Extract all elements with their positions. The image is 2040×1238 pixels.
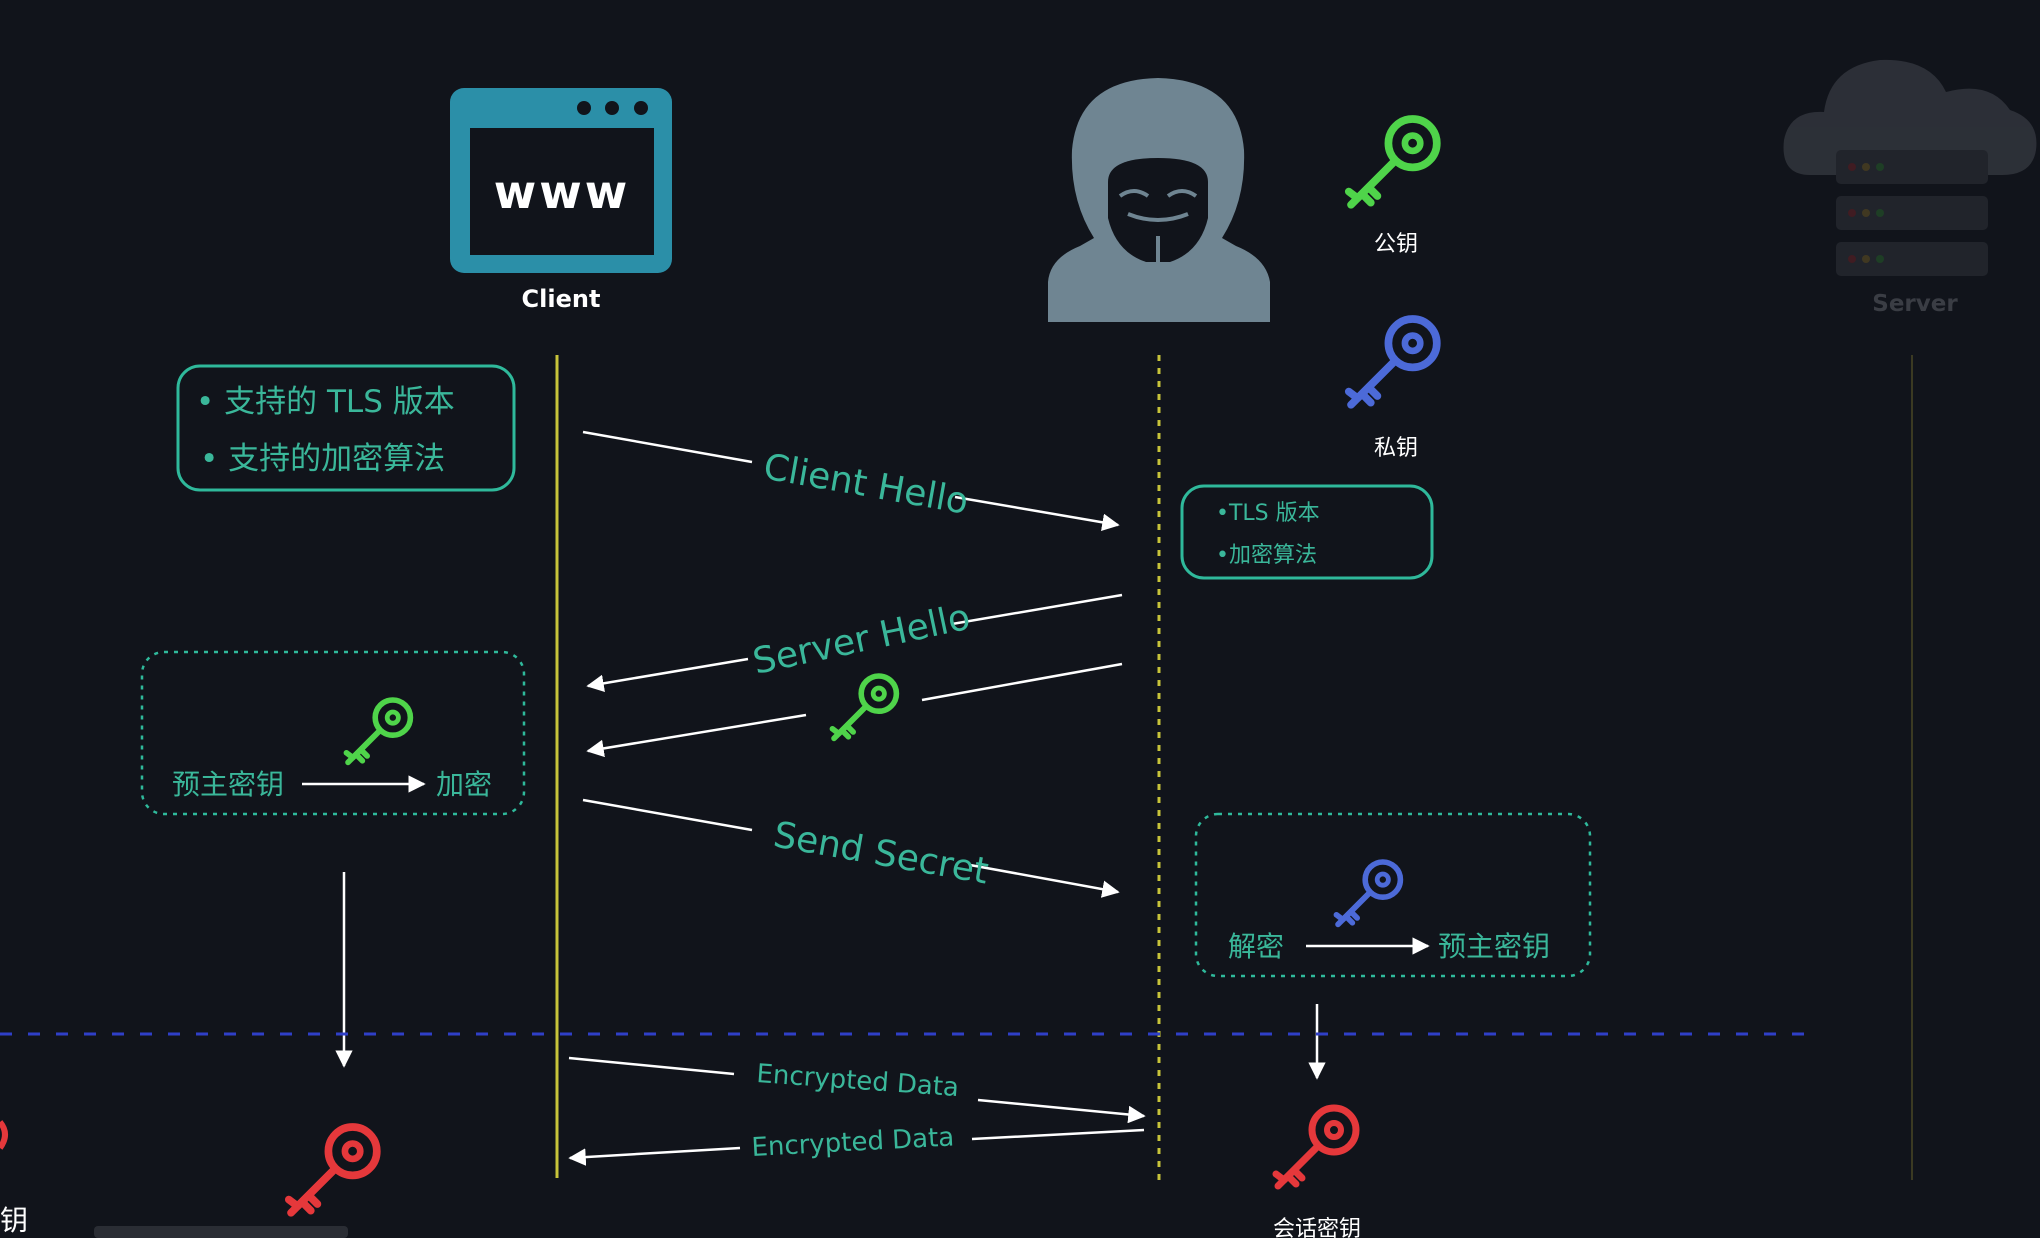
session-key-label: 会话密钥 [1273, 1217, 1361, 1238]
client-hello-arrow [954, 495, 1120, 531]
public-key-label: 公钥 [1374, 232, 1418, 257]
client-box-line2: • 支持的加密算法 [200, 441, 445, 477]
encrypt-key-icon [346, 700, 410, 762]
server-hello-arrow [586, 657, 749, 693]
decrypt-from-label: 解密 [1228, 930, 1284, 963]
encrypt-from-label: 预主密钥 [172, 768, 284, 801]
client-session-key-icon [289, 1127, 377, 1213]
attacker-capabilities-box [1180, 484, 1434, 580]
decrypt-key-icon [1336, 862, 1400, 924]
server-hello-label: Server Hello [749, 597, 973, 683]
encrypted-data-1-arrow [977, 1098, 1146, 1124]
attacker-box-line1: •TLS 版本 [1216, 501, 1320, 526]
bottom-overlay-bar [94, 1226, 348, 1238]
attacker-box-line2: •加密算法 [1216, 543, 1317, 568]
encrypted-data-2-arrow-start [971, 1128, 1145, 1141]
decrypt-to-label: 预主密钥 [1438, 930, 1550, 963]
encrypted-data-2-label: Encrypted Data [751, 1122, 955, 1163]
client-box-line1: • 支持的 TLS 版本 [196, 384, 455, 420]
encrypted-data-1-label: Encrypted Data [756, 1059, 960, 1103]
server-label: Server [1872, 291, 1958, 317]
encrypted-data-1-arrow-start [568, 1056, 735, 1076]
window-dot-2 [605, 101, 619, 115]
private-key-icon [1349, 319, 1437, 405]
transferred-public-key-icon [832, 676, 896, 738]
client-hello-arrow-start [582, 430, 753, 464]
window-dot-1 [577, 101, 591, 115]
attacker-session-key-icon [1276, 1108, 1356, 1186]
client-hello-label: Client Hello [760, 446, 971, 522]
public-key-arrow-start [921, 662, 1123, 702]
client-capabilities-box [176, 364, 516, 492]
encrypt-box [140, 650, 526, 816]
cloud-server-icon [1783, 59, 2037, 276]
encrypted-data-2-arrow [568, 1146, 741, 1166]
public-key-arrow [586, 713, 807, 758]
client-label: Client [522, 285, 601, 313]
private-key-label: 私钥 [1374, 436, 1418, 461]
edge-key-fragment [0, 1120, 8, 1150]
window-www-text: www [494, 165, 631, 219]
send-secret-arrow-start [582, 798, 753, 832]
public-key-icon [1349, 119, 1437, 205]
hacker-icon [1048, 78, 1270, 322]
left-edge-label: 钥 [0, 1204, 28, 1237]
client-browser-icon: www [450, 88, 672, 273]
encrypt-to-label: 加密 [436, 768, 492, 801]
server-hello-arrow-start [951, 593, 1123, 626]
window-dot-3 [634, 101, 648, 115]
send-secret-label: Send Secret [770, 814, 991, 892]
decrypt-box [1194, 812, 1592, 978]
send-secret-arrow [969, 863, 1120, 898]
